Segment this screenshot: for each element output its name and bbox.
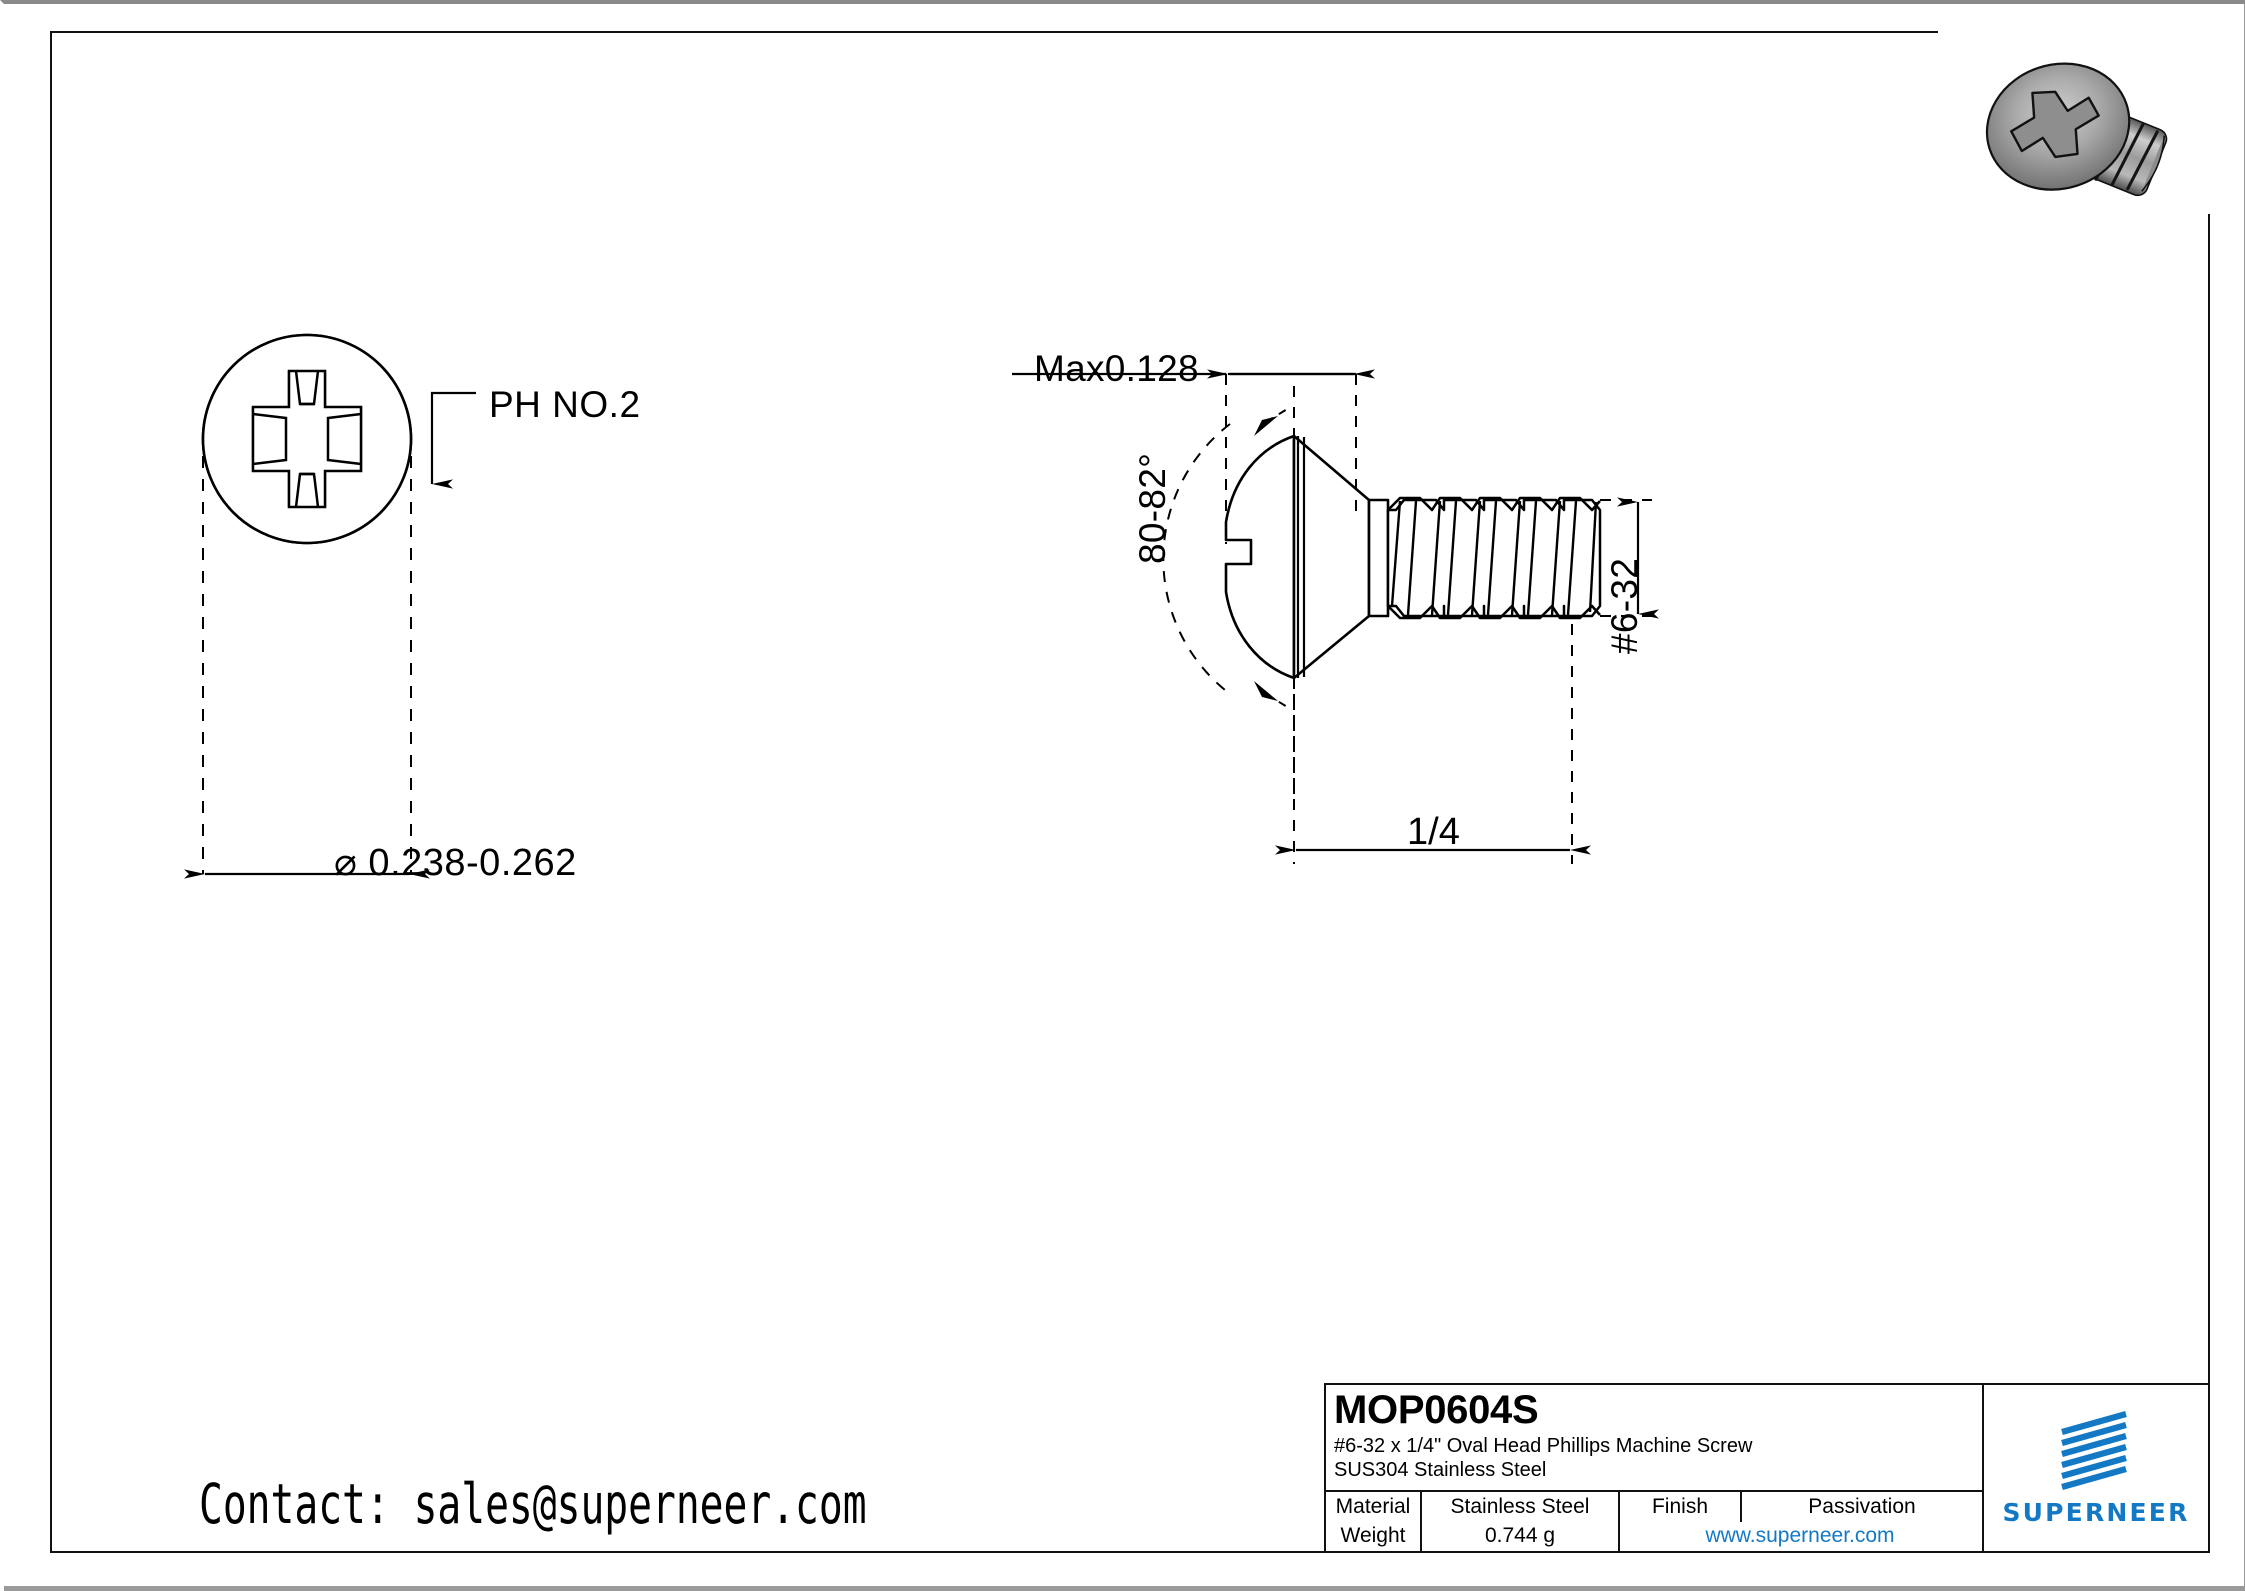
part-number: MOP0604S [1334, 1388, 1539, 1432]
head-diameter-label: ⌀ 0.238-0.262 [334, 842, 577, 884]
material-value: Stainless Steel [1422, 1492, 1620, 1522]
side-view-screw [1224, 434, 1390, 680]
brand-cell: SUPERNEER [1984, 1385, 2208, 1551]
length-dimension [1275, 624, 1591, 864]
weight-row: Weight 0.744 g www.superneer.com [1326, 1521, 1982, 1551]
drawing-frame [50, 31, 2210, 1553]
technical-drawing [184, 333, 1659, 879]
screw-length-label: 1/4 [1407, 811, 1460, 853]
title-block-left: MOP0604S #6-32 x 1/4" Oval Head Phillips… [1326, 1385, 1984, 1551]
description-line-1: #6-32 x 1/4" Oval Head Phillips Machine … [1334, 1435, 1753, 1457]
weight-label: Weight [1326, 1521, 1422, 1551]
phillips-recess [251, 369, 363, 509]
drive-callout-label: PH NO.2 [489, 384, 641, 425]
thread-spec-label: #6-32 [1604, 557, 1645, 654]
material-label: Material [1326, 1492, 1422, 1522]
finish-value: Passivation [1808, 1494, 1916, 1518]
thread-size-dimension [1600, 497, 1659, 619]
head-height-label: Max0.128 [1034, 348, 1199, 389]
title-block: MOP0604S #6-32 x 1/4" Oval Head Phillips… [1324, 1383, 2210, 1553]
ph-leader [430, 391, 476, 489]
superneer-logo-icon [2061, 1410, 2127, 1490]
title-block-header: MOP0604S #6-32 x 1/4" Oval Head Phillips… [1326, 1385, 1982, 1492]
thread-profile [1386, 496, 1602, 620]
website-link[interactable]: www.superneer.com [1705, 1524, 1895, 1548]
finish-label: Finish [1620, 1492, 1742, 1522]
head-angle-label: 80-82° [1132, 452, 1173, 564]
max-height-dimension [1012, 369, 1375, 544]
weight-value: 0.744 g [1422, 1521, 1620, 1551]
contact-text: Contact: sales@superneer.com [199, 1472, 867, 1536]
screw-3d-render [1938, 28, 2224, 214]
brand-name: SUPERNEER [2002, 1497, 2190, 1527]
diameter-dimension [184, 456, 430, 879]
description-line-2: SUS304 Stainless Steel [1334, 1459, 1547, 1481]
material-row: Material Stainless Steel Finish Passivat… [1326, 1492, 1982, 1522]
